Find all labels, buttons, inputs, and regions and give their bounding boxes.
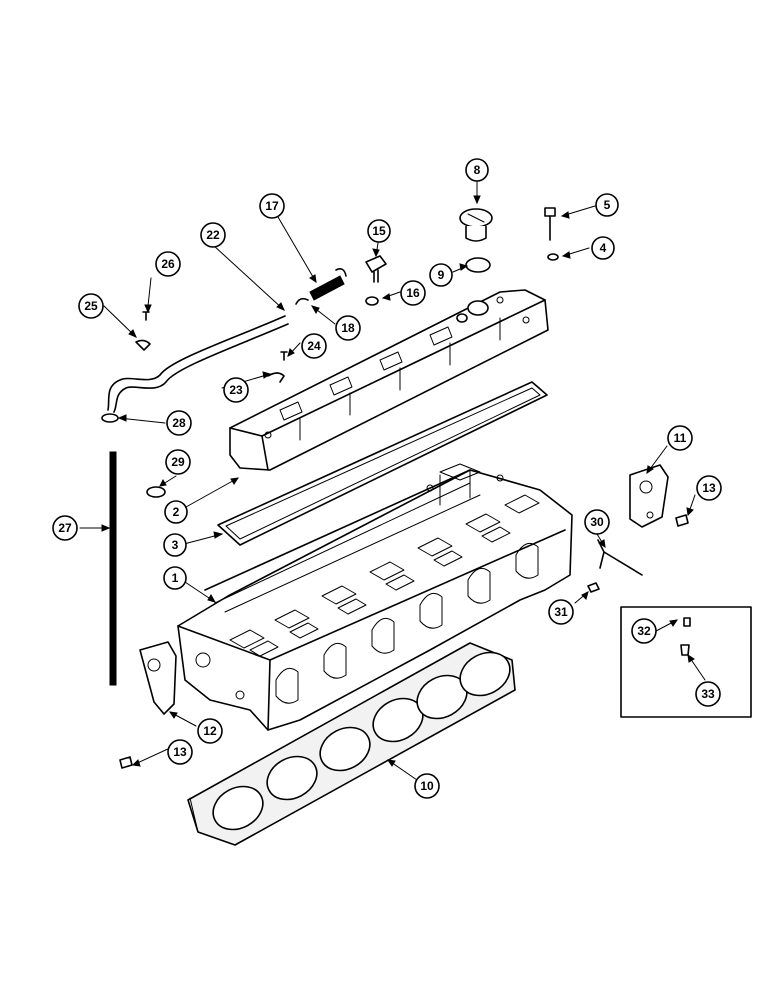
inset-detail [620, 606, 752, 718]
callout-3: 3 [163, 533, 187, 557]
callout-26: 26 [155, 251, 181, 277]
callout-1: 1 [163, 566, 187, 590]
svg-text:18: 18 [341, 321, 355, 335]
bracket-clip [135, 339, 151, 351]
cover-bolt [544, 207, 556, 241]
callout-27: 27 [52, 515, 78, 541]
callout-24: 24 [301, 333, 327, 359]
svg-text:13: 13 [702, 481, 716, 495]
svg-text:33: 33 [701, 687, 715, 701]
svg-text:29: 29 [171, 455, 185, 469]
bolt-washer [547, 253, 559, 261]
leader-arrows [101, 195, 695, 767]
svg-text:15: 15 [372, 224, 386, 238]
breather-hose [295, 268, 347, 305]
callout-11: 11 [667, 425, 693, 451]
callout-22: 22 [200, 222, 226, 248]
callout-29: 29 [165, 449, 191, 475]
svg-text:4: 4 [600, 241, 607, 255]
lifting-bracket-front [139, 641, 177, 715]
oil-filler-cap [459, 208, 493, 242]
svg-text:28: 28 [172, 416, 186, 430]
valve-cover-gasket [217, 381, 548, 546]
clip-screw [280, 351, 288, 361]
svg-text:11: 11 [674, 431, 687, 445]
svg-text:16: 16 [406, 286, 420, 300]
svg-text:10: 10 [420, 779, 434, 793]
svg-text:3: 3 [172, 538, 179, 552]
svg-text:17: 17 [265, 199, 279, 213]
head-gasket [187, 642, 516, 846]
valve-cover [229, 289, 549, 471]
push-rod [109, 451, 117, 686]
svg-text:24: 24 [307, 339, 321, 353]
callouts: 1 2 3 4 5 8 9 10 11 12 13 13 15 16 17 18… [52, 158, 722, 799]
callout-13: 13 [696, 475, 722, 501]
svg-text:31: 31 [554, 605, 568, 619]
callout-33: 33 [695, 681, 721, 707]
bracket-screw [142, 311, 150, 321]
callout-28: 28 [166, 410, 192, 436]
callout-5: 5 [595, 193, 619, 217]
svg-text:2: 2 [173, 505, 180, 519]
filler-cap-seal [465, 257, 491, 273]
svg-text:32: 32 [637, 624, 651, 638]
callout-31: 31 [548, 599, 574, 625]
callout-8: 8 [465, 158, 489, 182]
callout-25: 25 [78, 293, 104, 319]
svg-text:8: 8 [474, 163, 481, 177]
callout-12: 12 [197, 718, 223, 744]
callout-16: 16 [400, 280, 426, 306]
callout-2: 2 [164, 500, 188, 524]
bracket-bolt [119, 756, 133, 769]
callout-13: 13 [167, 739, 193, 765]
tube-clamp [101, 413, 119, 423]
tube-clip [267, 372, 285, 383]
lifting-bracket-rear [629, 464, 669, 528]
callout-23: 23 [223, 377, 249, 403]
o-ring [365, 296, 379, 306]
svg-text:12: 12 [203, 724, 217, 738]
svg-text:13: 13 [173, 745, 187, 759]
line-fitting [587, 582, 600, 593]
seal-washer [146, 486, 166, 498]
svg-text:5: 5 [604, 198, 611, 212]
svg-text:27: 27 [58, 521, 72, 535]
callout-10: 10 [414, 773, 440, 799]
svg-text:30: 30 [590, 515, 604, 529]
svg-text:1: 1 [172, 571, 179, 585]
callout-17: 17 [259, 193, 285, 219]
callout-15: 15 [367, 219, 391, 243]
callout-4: 4 [591, 236, 615, 260]
callout-32: 32 [631, 618, 657, 644]
svg-text:9: 9 [438, 268, 445, 282]
callout-9: 9 [429, 263, 453, 287]
callout-30: 30 [584, 509, 610, 535]
svg-text:26: 26 [161, 257, 175, 271]
svg-text:23: 23 [229, 383, 243, 397]
breather-fitting [365, 255, 387, 283]
svg-text:25: 25 [84, 299, 98, 313]
svg-text:22: 22 [206, 228, 220, 242]
breather-tube [107, 315, 289, 413]
bracket-bolt [675, 514, 689, 527]
cylinder-head [177, 463, 573, 731]
callout-18: 18 [335, 315, 361, 341]
